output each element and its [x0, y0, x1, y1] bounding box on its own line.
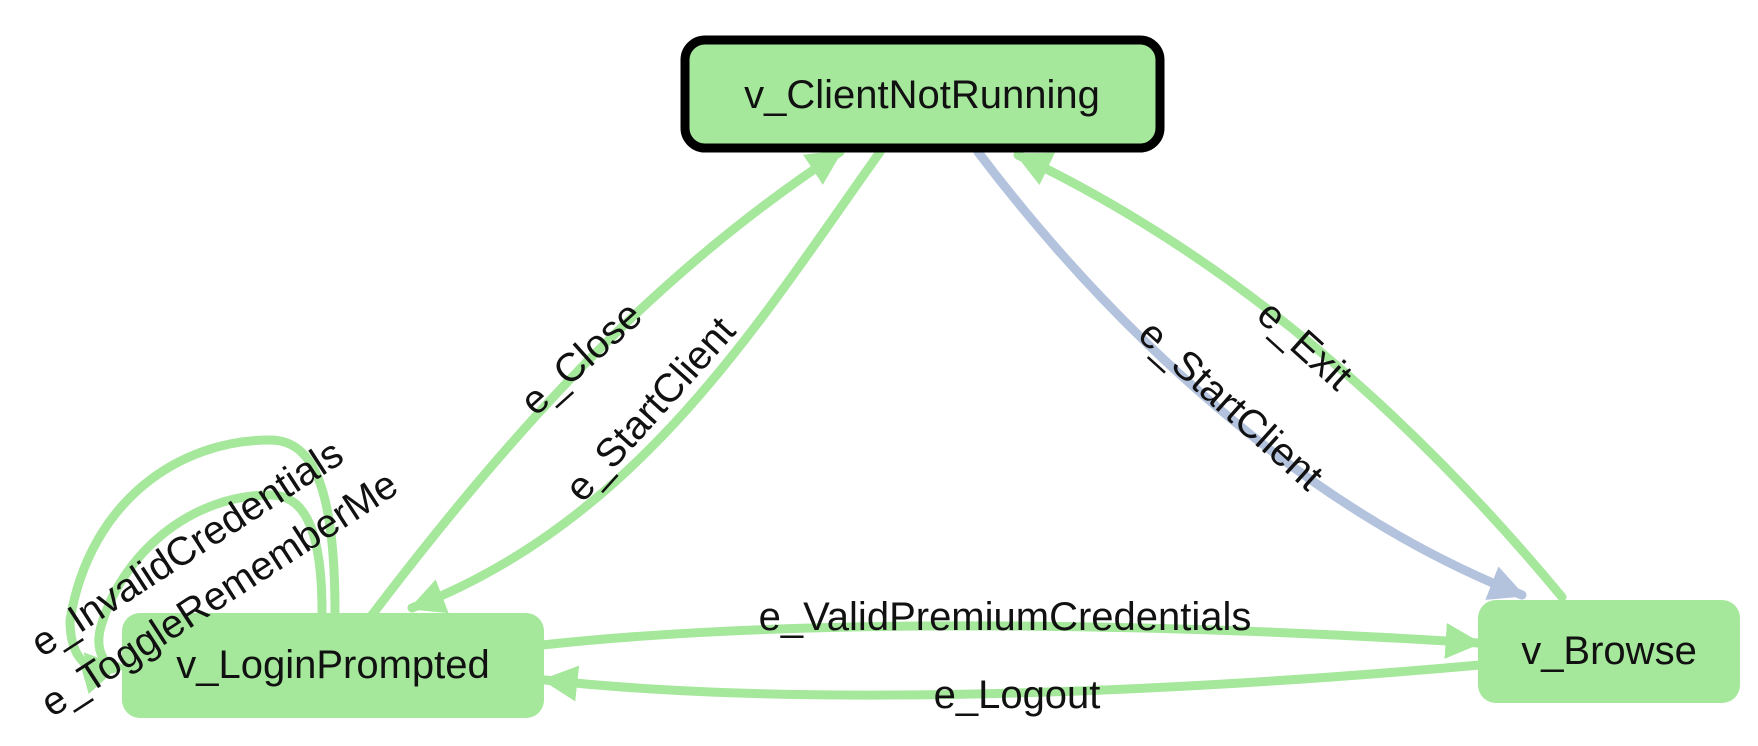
node-label-browse: v_Browse [1521, 629, 1697, 673]
edge-e-close[interactable] [367, 147, 845, 620]
node-v-browse[interactable]: v_Browse [1478, 600, 1740, 703]
node-label-clientnotrunning: v_ClientNotRunning [744, 73, 1100, 117]
edge-e-invalidcredentials[interactable] [65, 435, 340, 695]
edge-e-startclient-to-browse[interactable] [973, 147, 1527, 600]
edge-label-logout: e_Logout [934, 673, 1101, 717]
edge-e-exit[interactable] [1013, 150, 1567, 602]
edge-e-togglerememberme[interactable] [83, 490, 327, 689]
edge-label-exit: e_Exit [1249, 292, 1361, 399]
edge-e-validpremiumcredentials[interactable] [537, 621, 1483, 659]
edge-label-validpremiumcredentials: e_ValidPremiumCredentials [759, 595, 1252, 639]
edge-e-logout[interactable] [540, 660, 1485, 702]
node-v-loginprompted[interactable]: v_LoginPrompted [122, 613, 544, 718]
edge-e-startclient-to-login[interactable] [407, 147, 885, 614]
node-v-clientnotrunning[interactable]: v_ClientNotRunning [680, 35, 1165, 153]
node-label-loginprompted: v_LoginPrompted [176, 643, 490, 687]
